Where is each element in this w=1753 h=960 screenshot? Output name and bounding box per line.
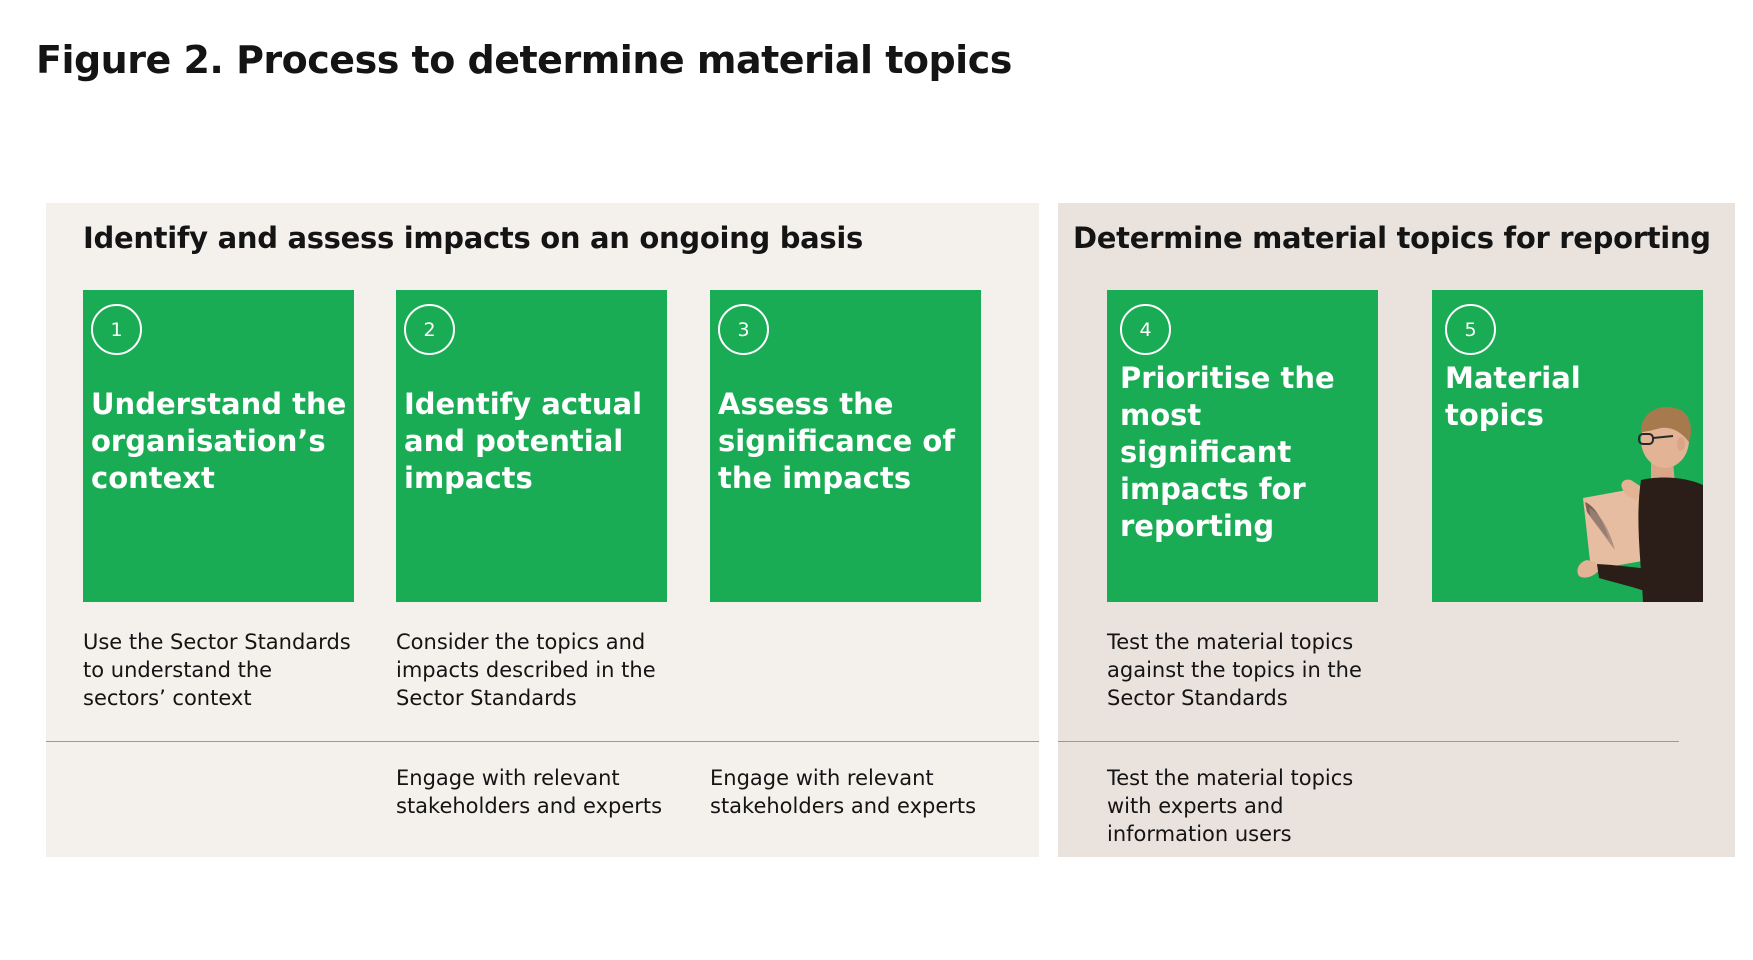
step-3-title-line: significance of [718,424,955,458]
step-4-description-line: Test the material topics [1107,630,1354,654]
step-2-title-line: impacts [404,461,533,495]
step-3-card: 3 Assess the significance of the impacts [710,290,981,602]
step-4-description-line: against the topics in the [1107,658,1362,682]
step-5-title: Material topics [1445,360,1703,434]
step-5-number-badge: 5 [1445,304,1496,355]
person-holding-document-illustration [1577,406,1703,602]
step-4-number-badge: 4 [1120,304,1171,355]
step-1-number-badge: 1 [91,304,142,355]
step-5-title-line: Material [1445,361,1581,395]
step-3-title-line: the impacts [718,461,912,495]
step-2-description: Consider the topics and impacts describe… [396,628,668,712]
step-1-description-line: to understand the [83,658,273,682]
step-1-title-line: organisation’s [91,424,326,458]
right-divider [1058,741,1679,742]
step-1-card: 1 Understand the organisation’s context [83,290,354,602]
step-2-description-line: Consider the topics and [396,630,646,654]
step-2-engagement-line: stakeholders and experts [396,794,663,818]
step-3-engagement-line: Engage with relevant [710,766,934,790]
step-4-title: Prioritise the most significant impacts … [1120,360,1378,545]
step-2-description-line: Sector Standards [396,686,577,710]
step-2-title: Identify actual and potential impacts [404,386,666,497]
step-2-title-line: and potential [404,424,624,458]
step-4-title-line: Prioritise the [1120,361,1335,395]
step-5-title-line: topics [1445,398,1544,432]
step-4-engagement: Test the material topics with experts an… [1107,764,1379,848]
step-4-card: 4 Prioritise the most significant impact… [1107,290,1378,602]
step-4-engagement-line: information users [1107,822,1292,846]
step-4-engagement-line: Test the material topics [1107,766,1354,790]
reporting-heading: Determine material topics for reporting [1073,221,1711,255]
step-3-engagement-line: stakeholders and experts [710,794,977,818]
step-3-number-badge: 3 [718,304,769,355]
step-2-engagement-line: Engage with relevant [396,766,620,790]
step-3-engagement: Engage with relevant stakeholders and ex… [710,764,982,820]
step-4-description: Test the material topics against the top… [1107,628,1379,712]
ongoing-assessment-heading: Identify and assess impacts on an ongoin… [83,221,863,255]
step-3-title: Assess the significance of the impacts [718,386,980,497]
step-4-description-line: Sector Standards [1107,686,1288,710]
step-1-description-line: Use the Sector Standards [83,630,351,654]
step-2-description-line: impacts described in the [396,658,656,682]
figure-title: Figure 2. Process to determine material … [36,38,1012,82]
step-1-title-line: Understand the [91,387,347,421]
step-2-number-badge: 2 [404,304,455,355]
step-2-title-line: Identify actual [404,387,643,421]
left-divider [46,741,1039,742]
step-1-description: Use the Sector Standards to understand t… [83,628,355,712]
step-4-title-line: most [1120,398,1202,432]
step-4-title-line: significant [1120,435,1292,469]
step-3-title-line: Assess the [718,387,894,421]
step-4-engagement-line: with experts and [1107,794,1284,818]
step-1-title-line: context [91,461,215,495]
step-4-title-line: reporting [1120,509,1275,543]
step-1-description-line: sectors’ context [83,686,252,710]
step-4-title-line: impacts for [1120,472,1306,506]
step-2-card: 2 Identify actual and potential impacts [396,290,667,602]
step-5-card: 5 Material topics [1432,290,1703,602]
step-1-title: Understand the organisation’s context [91,386,353,497]
step-2-engagement: Engage with relevant stakeholders and ex… [396,764,668,820]
